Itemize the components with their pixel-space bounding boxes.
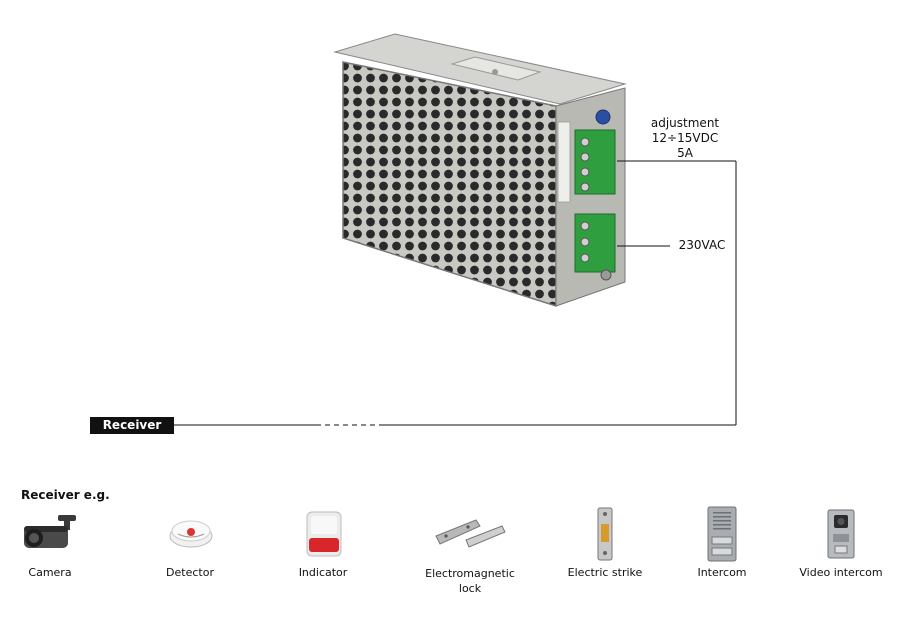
output-terminal-block [574,109,616,195]
camera-icon [24,515,76,548]
input-voltage-label: 230VAC [678,238,726,252]
video-intercom-icon [827,509,855,559]
output-voltage-label: adjustment 12÷15VDC 5A [640,116,730,161]
electric-strike-icon [597,507,613,561]
output-label-line-3: 5A [677,146,693,160]
input-terminal-block [574,213,616,281]
example-label-intercom: Intercom [697,566,747,579]
example-label-detector: Detector [166,566,214,579]
example-label-electric-strike: Electric strike [567,566,643,579]
example-label-camera: Camera [28,566,72,579]
detector-icon [169,520,213,548]
psu-perforated-case [342,61,557,308]
example-label-electromagnetic-lock: Electromagnetic lock [425,567,515,595]
output-label-line-1: adjustment [650,116,720,130]
indicator-icon [306,511,342,557]
examples-heading: Receiver e.g. [21,488,110,502]
example-label-indicator: Indicator [298,566,348,579]
example-label-video-intercom: Video intercom [799,566,883,579]
receiver-tag: Receiver [90,417,174,434]
electromagnetic-lock-icon [435,519,506,548]
output-label-line-2: 12÷15VDC [651,131,719,145]
psu-top-lid [333,33,627,105]
intercom-icon [707,506,737,562]
